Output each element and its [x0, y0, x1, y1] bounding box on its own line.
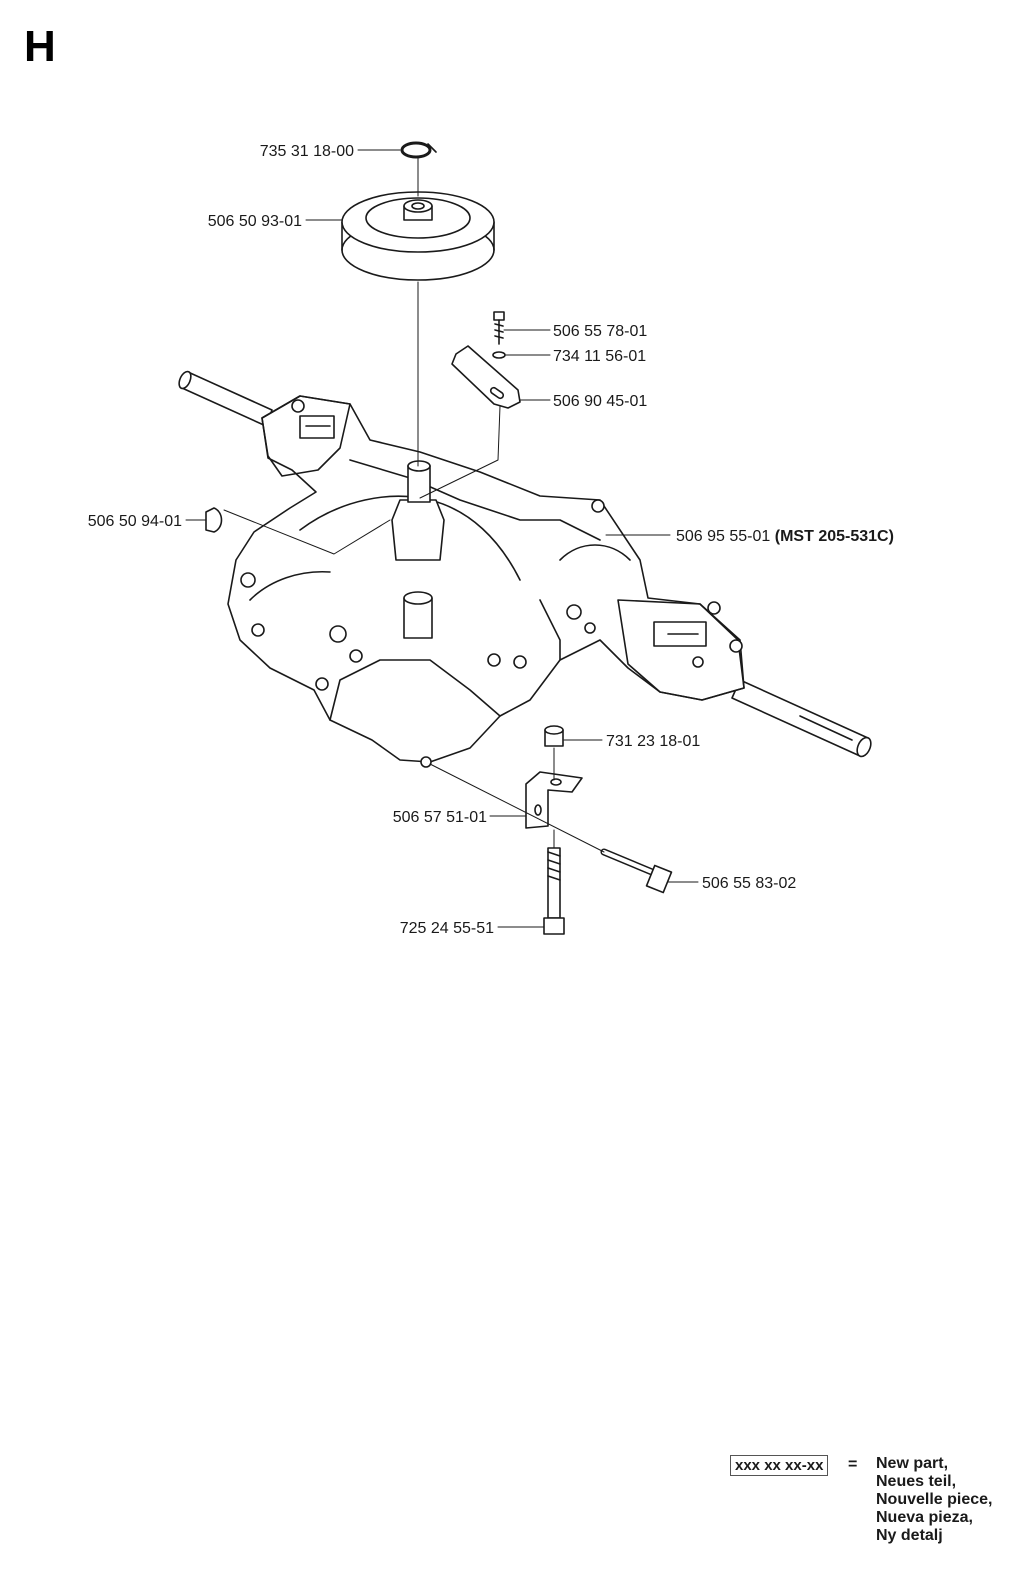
part-label-pulley: 506 50 93-01: [208, 213, 302, 230]
section-letter: H: [24, 22, 56, 71]
bracket-drawing: [525, 771, 583, 829]
horizontal-bolt-drawing: [600, 848, 673, 894]
legend-equals: =: [848, 1456, 858, 1473]
part-label-lever: 506 90 45-01: [553, 393, 647, 410]
lever-drawing: [451, 345, 521, 409]
part-label-small-bolt: 506 55 78-01: [553, 323, 647, 340]
vertical-bolt-drawing: [543, 847, 565, 935]
transaxle-housing-drawing: [178, 370, 872, 768]
part-label-bracket: 506 57 51-01: [393, 809, 487, 826]
leader-lines: [185, 149, 699, 928]
legend-part-code-box: xxx xx xx-xx: [730, 1455, 829, 1476]
part-label-washer: 734 11 56-01: [553, 348, 646, 365]
part-label-circlip: 735 31 18-00: [260, 143, 354, 160]
nut-drawing: [544, 725, 564, 747]
legend-line: Neues teil,: [876, 1473, 957, 1490]
part-label-key: 506 50 94-01: [88, 513, 182, 530]
part-label-horizontal-bolt: 506 55 83-02: [702, 875, 796, 892]
new-part-legend: xxx xx xx-xx = New part, Neues teil, Nou…: [730, 1455, 1020, 1565]
legend-line: New part,: [876, 1455, 949, 1472]
key-drawing: [205, 507, 223, 533]
small-bolt-drawing: [492, 311, 506, 359]
legend-translations: New part, Neues teil, Nouvelle piece, Nu…: [876, 1455, 993, 1545]
pulley-drawing: [341, 191, 495, 281]
legend-line: Ny detalj: [876, 1527, 943, 1544]
part-label-vertical-bolt: 725 24 55-51: [400, 920, 494, 937]
circlip-drawing: [400, 141, 437, 159]
legend-line: Nouvelle piece,: [876, 1491, 993, 1508]
part-label-transaxle: 506 95 55-01 (MST 205-531C): [676, 528, 894, 545]
part-label-nut: 731 23 18-01: [606, 733, 700, 750]
transaxle-model-note: (MST 205-531C): [775, 528, 894, 545]
legend-line: Nueva pieza,: [876, 1509, 973, 1526]
